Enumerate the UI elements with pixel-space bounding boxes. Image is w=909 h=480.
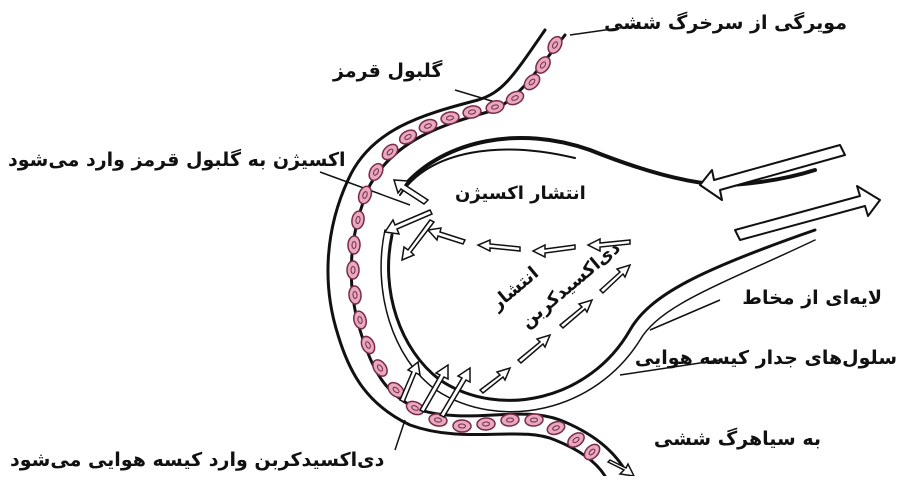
red-blood-cell	[351, 210, 366, 230]
label-co2-enters-alveolus: دی‌اکسیدکربن وارد کیسه هوایی می‌شود	[10, 451, 384, 470]
label-alveolar-wall-cells: سلول‌های جدار کیسه هوایی	[635, 349, 897, 368]
red-blood-cell	[581, 441, 602, 462]
label-capillary-from-artery: مویرگی از سرخرگ ششی	[604, 14, 847, 33]
red-blood-cell	[477, 418, 495, 431]
red-blood-cell	[521, 71, 542, 92]
red-blood-cell	[348, 236, 361, 254]
label-mucus-layer: لایه‌ای از مخاط	[742, 289, 882, 308]
label-to-pulmonary-vein: به سیاهرگ ششی	[654, 430, 821, 449]
air-flow-arrows	[700, 145, 880, 240]
red-blood-cell	[379, 141, 400, 162]
red-blood-cell	[397, 127, 419, 146]
red-blood-cell	[504, 89, 525, 107]
label-red-blood-cell: گلبول قرمز	[333, 62, 442, 81]
red-blood-cell	[348, 286, 362, 305]
oxygen-entry-arrows	[385, 180, 434, 260]
red-blood-cell	[440, 111, 460, 126]
red-blood-cell	[356, 184, 373, 205]
red-blood-cell	[462, 105, 482, 120]
label-oxygen-enters-rbc: اکسیژن به گلبول قرمز وارد می‌شود	[8, 151, 346, 170]
label-oxygen-diffusion: انتشار اکسیژن	[455, 185, 586, 203]
red-blood-cell	[453, 420, 471, 433]
air-in-arrow	[700, 145, 845, 200]
red-blood-cell	[370, 357, 390, 379]
red-blood-cell	[417, 117, 438, 134]
red-blood-cell	[347, 261, 359, 279]
